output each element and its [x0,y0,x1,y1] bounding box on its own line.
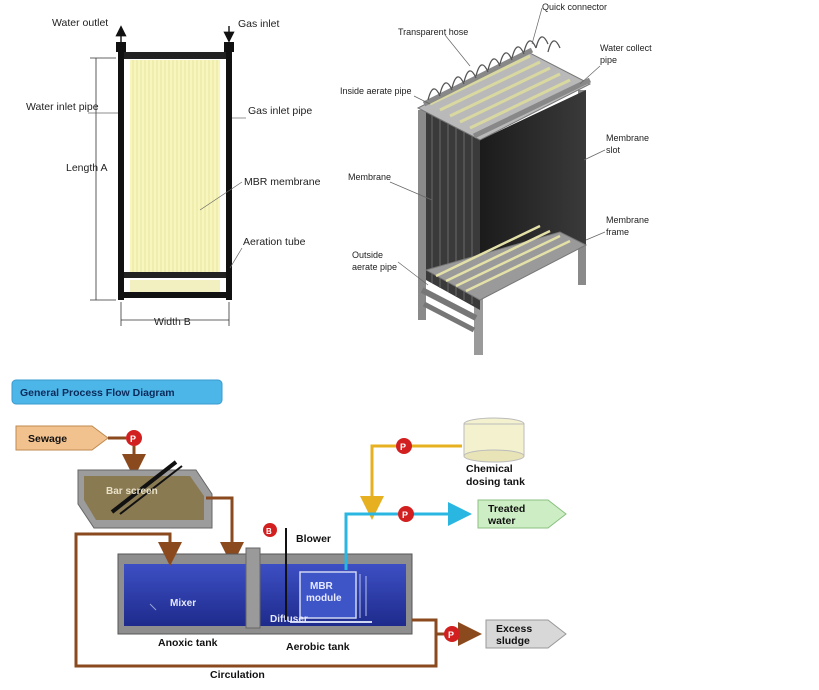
water-collect-pipe-label-1: Water collect [600,43,652,53]
permeate-pump [398,506,414,522]
length-label: Length A [66,162,107,174]
inside-aerate-pipe-label: Inside aerate pipe [340,86,412,96]
water-collect-pipe-shape [422,47,534,107]
water-collect-pipe-label-2: pipe [600,55,617,65]
membrane-rack-illustration: Quick connector Transparent hose Water c… [340,2,652,355]
outside-aerate-pipe-label-1: Outside [352,250,383,260]
membrane-label: Membrane [348,172,391,182]
aeration-tube-label: Aeration tube [243,236,306,248]
blower-label: Blower [296,533,331,545]
chemical-dosing-label-2: dosing tank [466,476,525,488]
sludge-pump [444,626,460,642]
excess-sludge-arrow [485,619,567,649]
water-outlet-cap [116,42,126,52]
treated-water-label-2: water [487,515,515,527]
chemical-pipe [360,444,462,520]
diffuser-label: Diffuser [270,614,308,625]
top-collector-tubes [429,54,571,130]
bar-screen-label: Bar screen [106,486,158,497]
membrane-frame-label-1: Membrane [606,215,649,225]
quick-connector-label: Quick connector [542,2,607,12]
mbr-membrane-label: MBR membrane [244,176,321,188]
bar-screen-water [84,476,204,520]
process-flow-diagram: General Process Flow Diagram Sewage P Ba… [11,379,567,681]
outside-aerate-pipe-label-2: aerate pipe [352,262,397,272]
transparent-hoses [427,36,561,101]
mbr-membrane-fibers [130,60,220,272]
excess-sludge-label-2: sludge [496,635,530,647]
chemical-dosing-label-1: Chemical [466,463,513,475]
chemical-pump-label: P [400,442,406,452]
sludge-pipe [412,618,482,646]
bottom-header [124,272,226,278]
sewage-pump [126,430,142,446]
inside-aerate-tubes [435,224,571,293]
treated-water-arrow [477,499,567,529]
membrane-slot-label-1: Membrane [606,133,649,143]
chemical-pump [396,438,412,454]
membrane-slot-label-2: slot [606,145,621,155]
mbr-module-box [299,571,357,619]
aerobic-tank-label: Aerobic tank [286,641,350,653]
width-label: Width B [154,316,191,328]
anoxic-tank-label: Anoxic tank [158,637,218,649]
sewage-arrow [15,425,109,451]
treated-water-label-1: Treated [488,503,525,515]
sewage-pump-label: P [130,434,136,444]
gas-inlet-pipe-label: Gas inlet pipe [248,105,312,117]
bottom-frame [424,231,588,301]
aeration-zone [130,280,220,292]
blower-pump [263,523,277,537]
circulation-label: Circulation [210,669,265,681]
excess-sludge-label-1: Excess [496,623,532,635]
membrane-module-schematic: Water outlet Gas inlet Water inlet pipe … [26,17,321,328]
gas-inlet-label: Gas inlet [238,18,280,30]
gas-inlet-pipe-shape [226,48,232,300]
aeration-tube-shape [124,292,232,298]
bar-screen-rack [110,460,178,514]
circulation-pipe [74,532,438,668]
top-header [124,52,226,59]
water-inlet-pipe-label: Water inlet pipe [26,101,99,113]
mixer-label: Mixer [170,598,196,609]
outside-aerate-pipe-shape [420,287,478,321]
membrane-frame-label-2: frame [606,227,629,237]
process-title: General Process Flow Diagram [20,387,175,399]
blower-pump-label: B [266,527,272,536]
water-outlet-label: Water outlet [52,17,108,29]
water-inlet-pipe-shape [118,48,124,300]
rack-leg-left [418,110,426,320]
transparent-hose-label: Transparent hose [398,27,468,37]
process-title-box [11,379,223,405]
tank-divider-wall [245,547,261,629]
treated-water-pipe [344,502,472,570]
sewage-label: Sewage [28,433,67,445]
mbr-module-label-1: MBR [310,581,334,592]
sludge-pump-label: P [448,630,454,640]
mbr-module-label-2: module [306,593,342,604]
tank-water [124,564,406,626]
gas-inlet-cap [224,42,234,52]
permeate-pump-label: P [402,510,408,520]
